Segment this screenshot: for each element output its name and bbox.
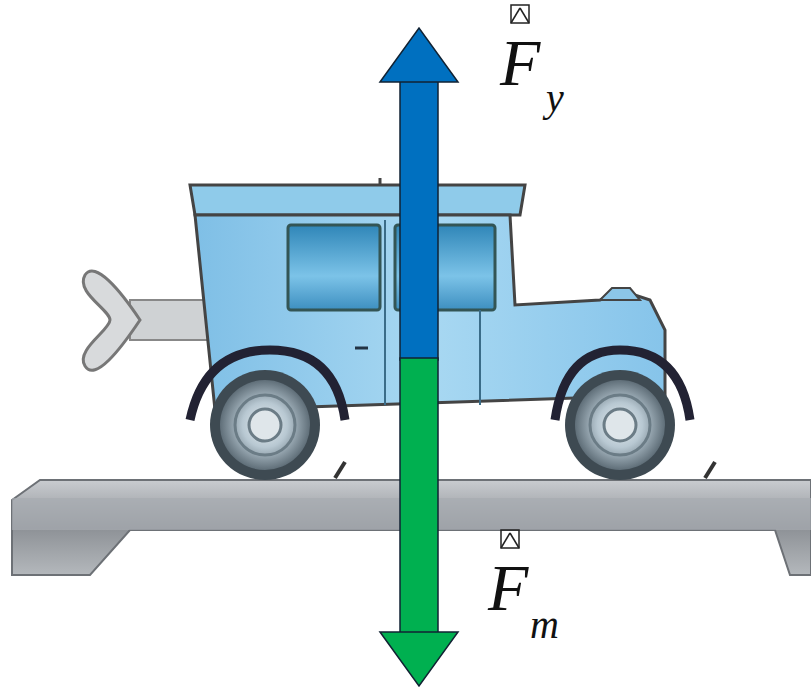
force-symbol: F bbox=[488, 555, 528, 621]
force-subscript: m bbox=[530, 605, 559, 645]
force-arrow-down bbox=[380, 358, 458, 686]
force-arrow-up bbox=[380, 28, 458, 360]
force-symbol: F bbox=[500, 30, 540, 96]
wheels bbox=[210, 370, 675, 480]
force-subscript: y bbox=[546, 78, 564, 118]
